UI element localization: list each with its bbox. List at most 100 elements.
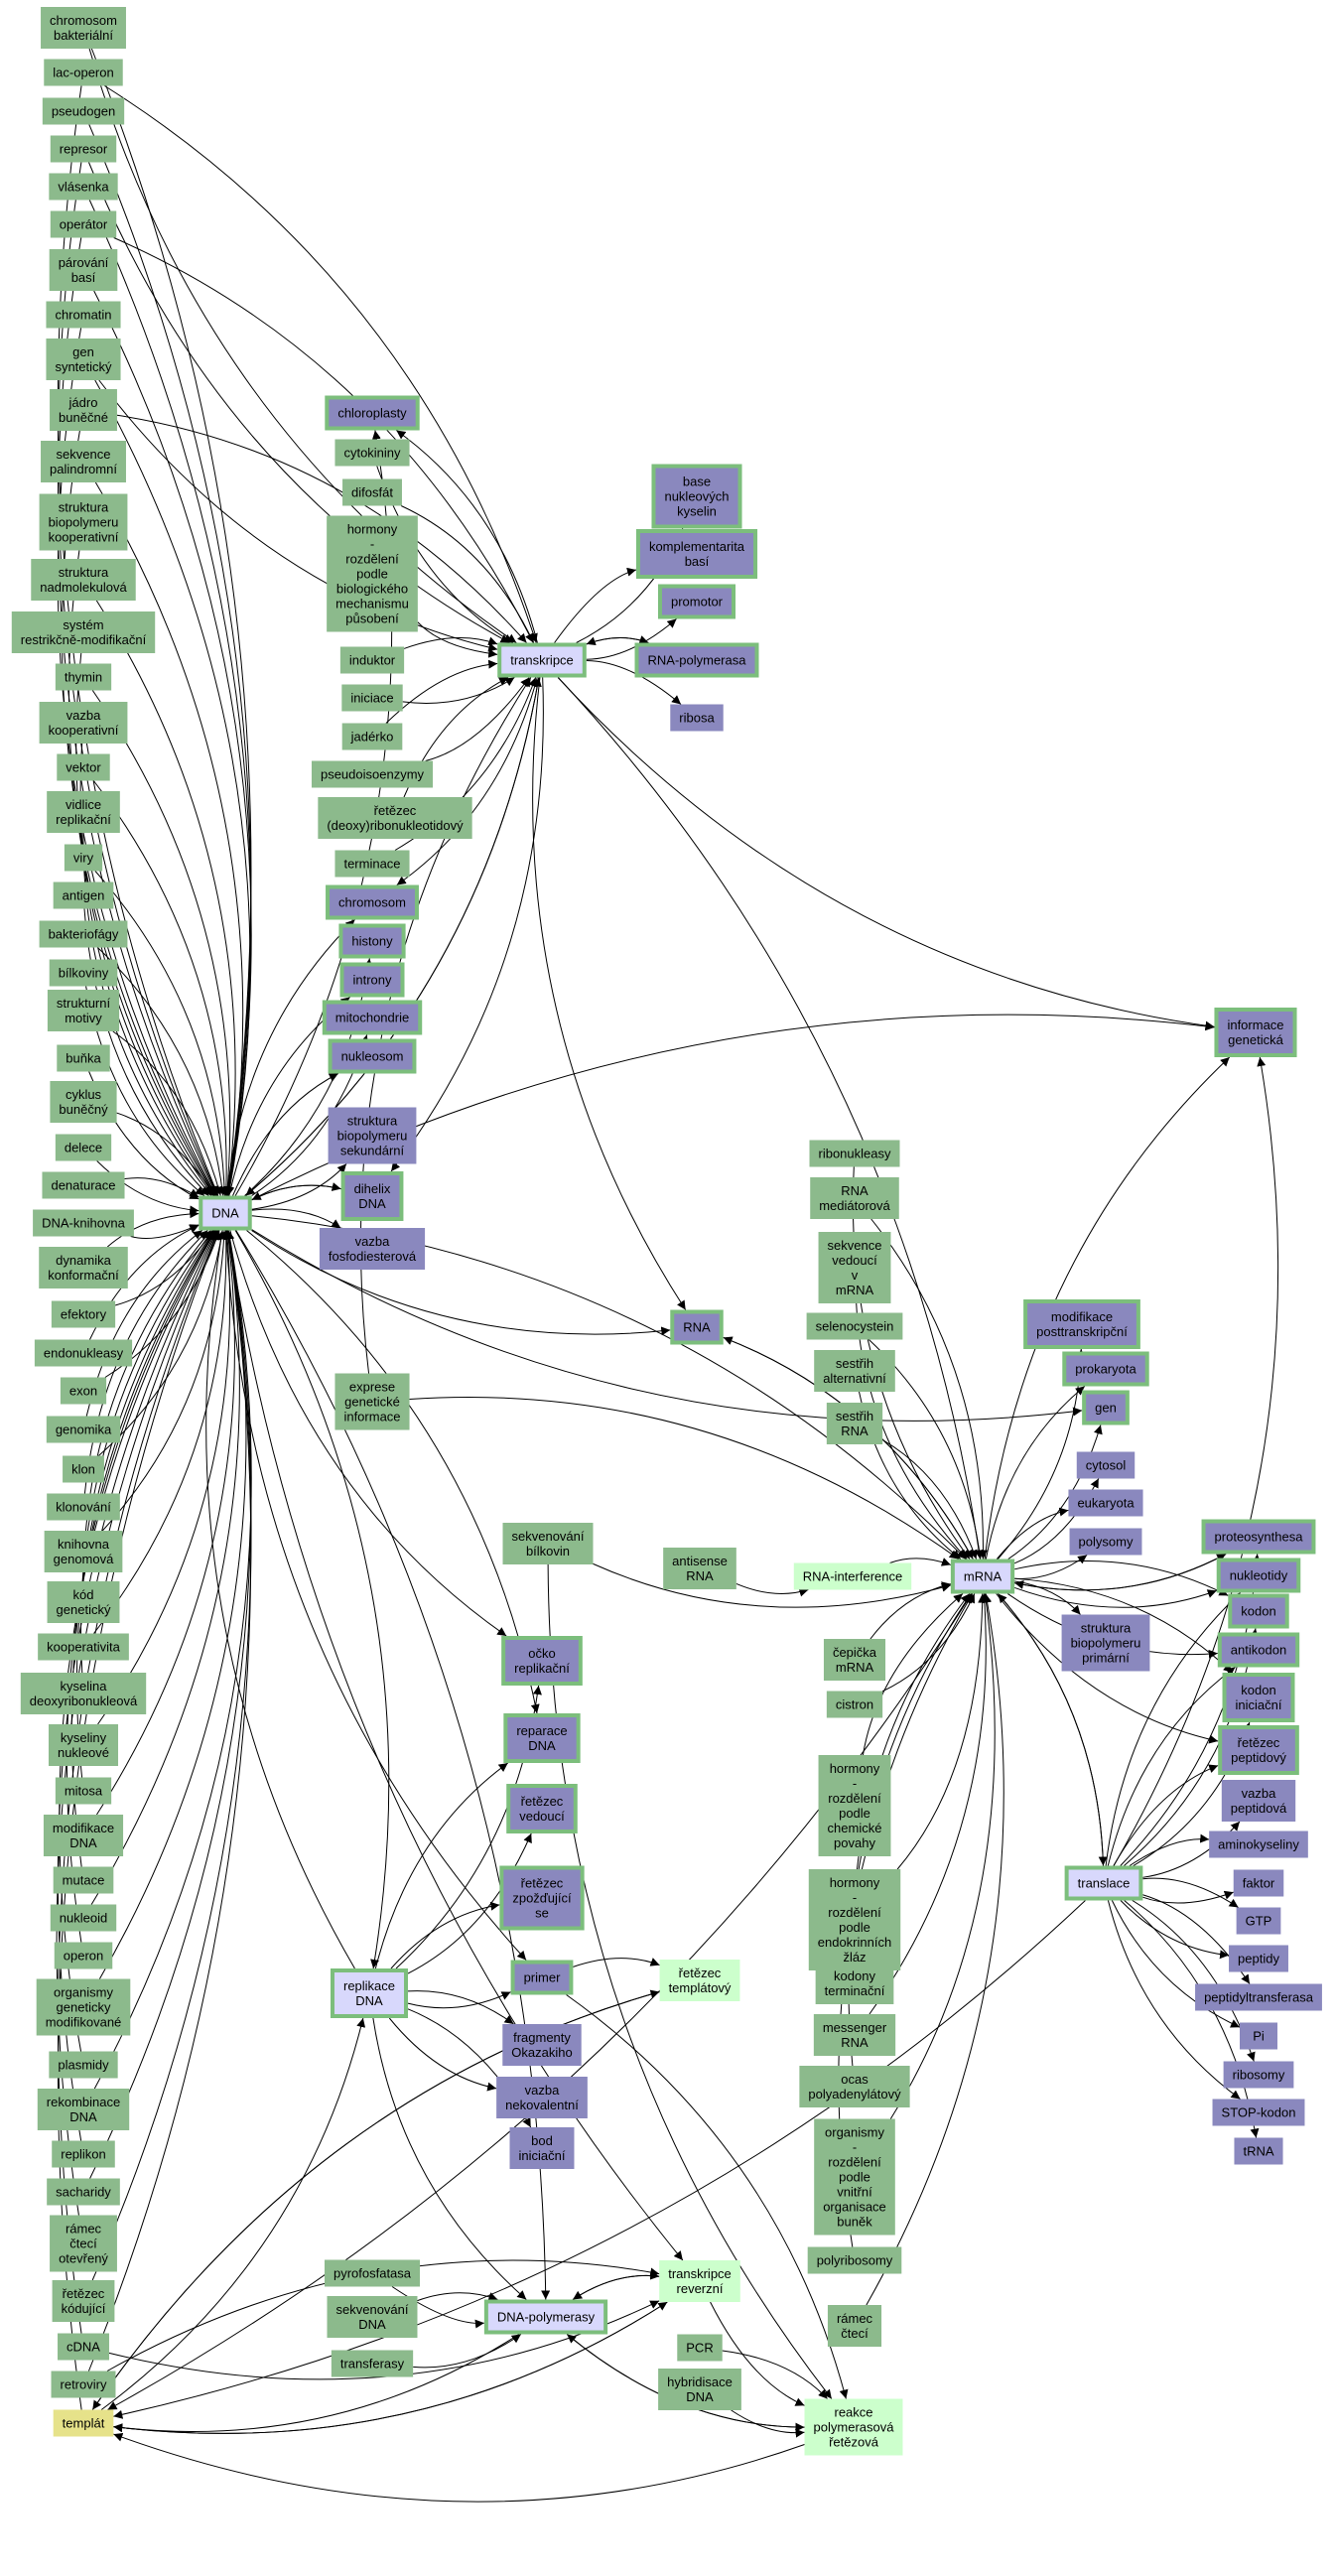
- node-rna-interference[interactable]: RNA-interference: [793, 1562, 912, 1590]
- node-peptidyltransferasa[interactable]: peptidyltransferasa: [1195, 1983, 1322, 2011]
- node-delece[interactable]: delece: [55, 1134, 112, 1161]
- node-mitochondrie[interactable]: mitochondrie: [322, 1000, 423, 1035]
- node-terminace[interactable]: terminace: [334, 850, 410, 878]
- node-iniciace[interactable]: iniciace: [341, 684, 403, 712]
- node-rna-polymerasa[interactable]: RNA-polymerasa: [634, 642, 759, 678]
- node-cdna[interactable]: cDNA: [58, 2333, 109, 2361]
- node-ribosomy[interactable]: ribosomy: [1223, 2061, 1294, 2089]
- node-eukaryota[interactable]: eukaryota: [1068, 1489, 1143, 1517]
- node-peptidy[interactable]: peptidy: [1229, 1945, 1288, 1972]
- node-induktor[interactable]: induktor: [339, 646, 405, 674]
- node-retezec-deoxy[interactable]: řetězec(deoxy)ribonukleotidový: [318, 797, 472, 839]
- node-operon[interactable]: operon: [54, 1942, 113, 1969]
- node-nukleoid[interactable]: nukleoid: [50, 1904, 117, 1932]
- node-pseudoisoenzymy[interactable]: pseudoisoenzymy: [311, 760, 434, 788]
- node-kodon[interactable]: kodon: [1228, 1593, 1289, 1629]
- node-thymin[interactable]: thymin: [55, 663, 112, 691]
- node-cistron[interactable]: cistron: [826, 1691, 883, 1718]
- node-genomika[interactable]: genomika: [46, 1416, 121, 1443]
- node-pi[interactable]: Pi: [1240, 2022, 1277, 2050]
- node-antigen[interactable]: antigen: [53, 881, 114, 909]
- node-vektor[interactable]: vektor: [57, 753, 110, 781]
- node-translace[interactable]: translace: [1064, 1865, 1143, 1901]
- node-proteosynthesa[interactable]: proteosynthesa: [1201, 1519, 1316, 1555]
- node-pcr[interactable]: PCR: [677, 2334, 723, 2362]
- node-pseudogen[interactable]: pseudogen: [42, 97, 125, 125]
- node-templat[interactable]: templát: [53, 2409, 114, 2437]
- node-operator[interactable]: operátor: [50, 210, 117, 238]
- node-sacharidy[interactable]: sacharidy: [47, 2178, 120, 2206]
- node-klon[interactable]: klon: [63, 1455, 104, 1483]
- node-mitosa[interactable]: mitosa: [55, 1777, 112, 1805]
- node-replikon[interactable]: replikon: [52, 2140, 115, 2168]
- node-promotor[interactable]: promotor: [657, 584, 736, 619]
- node-stop-kodon[interactable]: STOP-kodon: [1212, 2099, 1305, 2126]
- node-bakteriofagy[interactable]: bakteriofágy: [39, 920, 128, 948]
- node-rna[interactable]: RNA: [670, 1309, 724, 1345]
- node-prokaryota[interactable]: prokaryota: [1062, 1351, 1149, 1387]
- node-exon[interactable]: exon: [60, 1377, 107, 1405]
- node-chromosom[interactable]: chromosom: [326, 884, 419, 920]
- node-ribonukleasy[interactable]: ribonukleasy: [809, 1140, 900, 1167]
- node-efektory[interactable]: efektory: [51, 1300, 116, 1328]
- node-plasmidy[interactable]: plasmidy: [49, 2051, 118, 2079]
- node-difosfat[interactable]: difosfát: [342, 478, 402, 506]
- node-mutace[interactable]: mutace: [53, 1866, 114, 1894]
- node-chloroplasty[interactable]: chloroplasty: [325, 395, 420, 431]
- node-denaturace[interactable]: denaturace: [42, 1171, 125, 1199]
- node-antikodon[interactable]: antikodon: [1217, 1632, 1300, 1668]
- node-klonovani[interactable]: klonování: [47, 1493, 120, 1521]
- node-gen[interactable]: gen: [1082, 1390, 1130, 1425]
- node-aminokyseliny[interactable]: aminokyseliny: [1209, 1830, 1308, 1858]
- node-polyribosomy[interactable]: polyribosomy: [807, 2246, 902, 2274]
- node-cytokininy[interactable]: cytokininy: [334, 439, 410, 467]
- node-faktor[interactable]: faktor: [1233, 1869, 1284, 1897]
- node-vlasenka[interactable]: vlásenka: [49, 173, 118, 201]
- node-bilkoviny[interactable]: bílkoviny: [49, 959, 118, 987]
- node-nukleosom[interactable]: nukleosom: [328, 1038, 417, 1074]
- node-kooperativita[interactable]: kooperativita: [38, 1633, 129, 1661]
